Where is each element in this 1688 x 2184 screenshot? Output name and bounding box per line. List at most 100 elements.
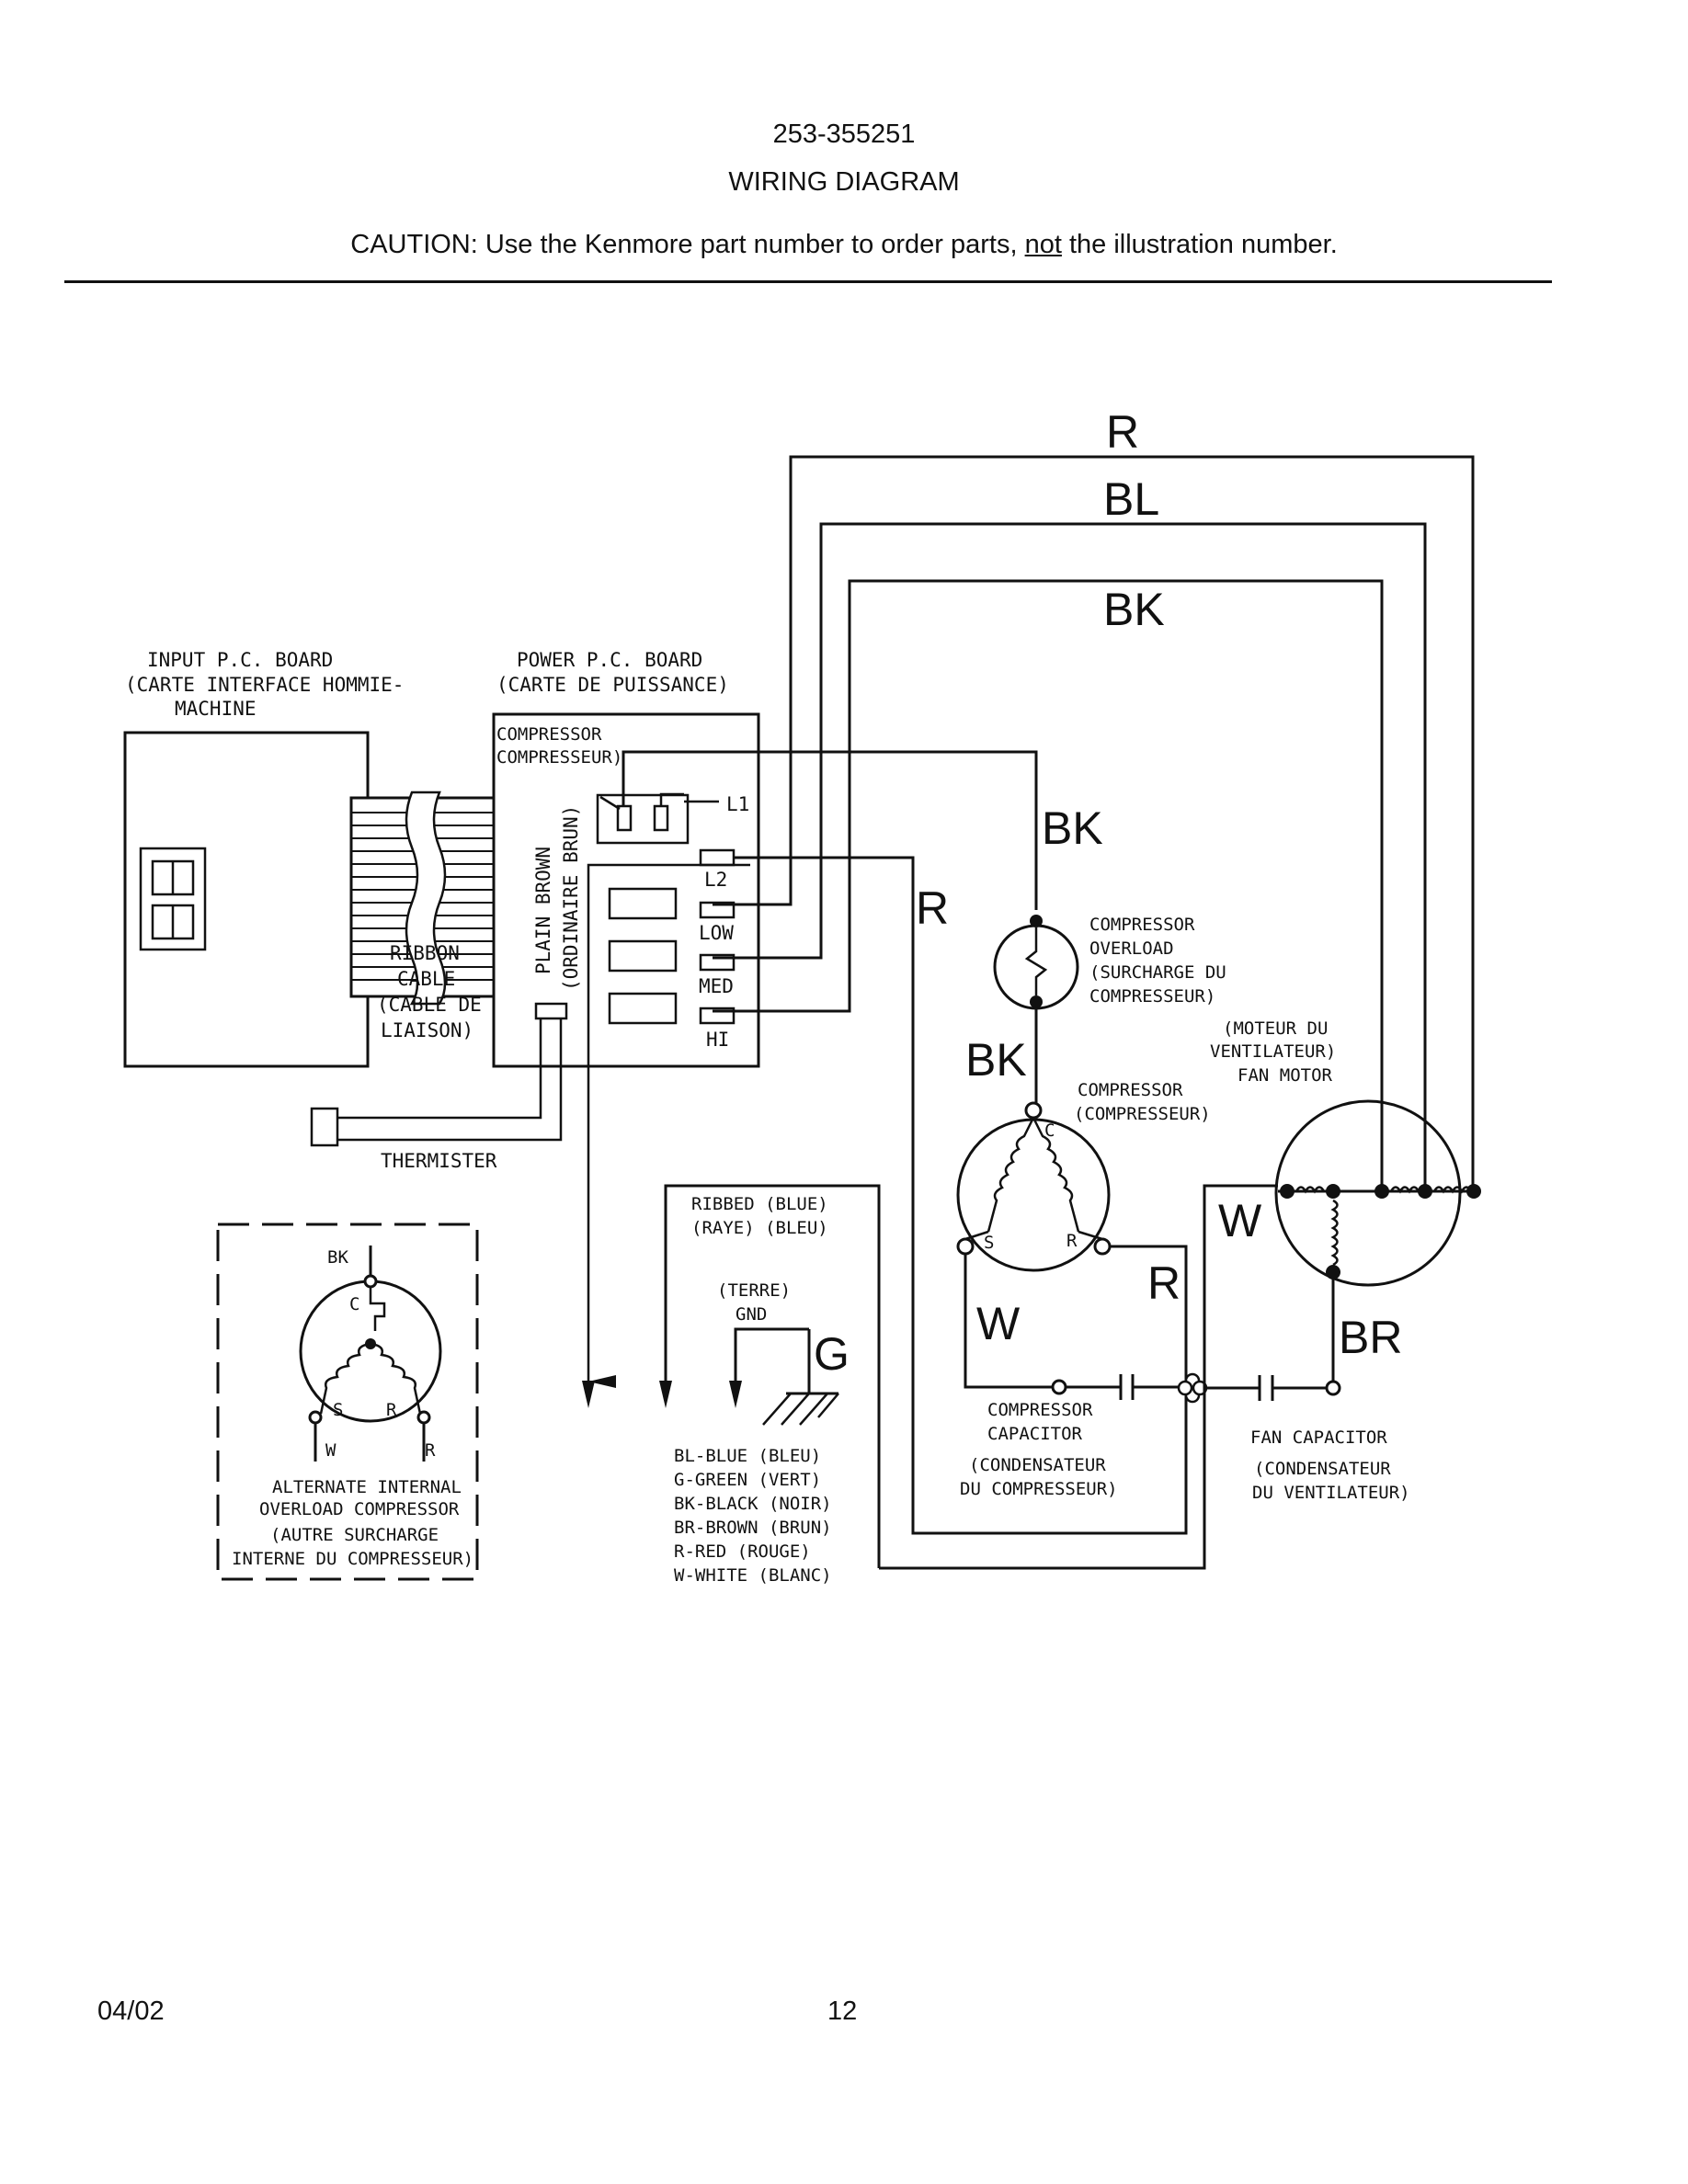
ribbed-blue-label: RIBBED (BLUE) (RAYE) (BLEU) [691, 1194, 828, 1238]
ground-label: (TERRE) GND [717, 1280, 791, 1325]
svg-text:CAPACITOR: CAPACITOR [987, 1424, 1083, 1444]
svg-text:(CABLE DE: (CABLE DE [377, 994, 482, 1016]
svg-text:W: W [325, 1440, 336, 1461]
svg-text:(RAYE) (BLEU): (RAYE) (BLEU) [691, 1218, 828, 1238]
svg-text:(TERRE): (TERRE) [717, 1280, 791, 1301]
terminal-labels: L1 L2 LOW MED HI [699, 793, 749, 1051]
svg-text:(CONDENSATEUR: (CONDENSATEUR [1254, 1459, 1391, 1479]
svg-text:FAN CAPACITOR: FAN CAPACITOR [1250, 1428, 1387, 1448]
svg-text:G: G [814, 1328, 850, 1380]
svg-text:DU VENTILATEUR): DU VENTILATEUR) [1252, 1483, 1410, 1503]
wire-plain-brown [879, 1184, 1278, 1570]
input-pc-board [123, 731, 370, 1068]
svg-text:R: R [1066, 1231, 1078, 1251]
svg-text:FAN MOTOR: FAN MOTOR [1237, 1065, 1333, 1086]
ribbon-break [405, 791, 447, 1006]
wire-code-labels: R BL BK BK R BK W R W BR G [814, 406, 1402, 1380]
svg-text:BR-BROWN (BRUN): BR-BROWN (BRUN) [674, 1518, 832, 1538]
svg-text:LOW: LOW [699, 922, 734, 944]
svg-text:BK-BLACK (NOIR): BK-BLACK (NOIR) [674, 1494, 832, 1514]
wire-red-loop [713, 455, 1475, 1191]
svg-text:R: R [425, 1440, 436, 1461]
svg-text:BL: BL [1103, 473, 1159, 525]
svg-text:MED: MED [699, 975, 734, 997]
svg-text:(AUTRE SURCHARGE: (AUTRE SURCHARGE [270, 1525, 439, 1545]
svg-text:R: R [916, 882, 949, 934]
svg-text:L1: L1 [726, 793, 749, 815]
footer-date: 04/02 [97, 1996, 165, 2026]
svg-text:COMPRESSOR: COMPRESSOR [987, 1400, 1093, 1420]
svg-text:L2: L2 [704, 869, 727, 891]
svg-text:(ORDINAIRE BRUN): (ORDINAIRE BRUN) [560, 805, 582, 991]
svg-text:COMPRESSOR: COMPRESSOR [1089, 915, 1195, 935]
thermister-label: THERMISTER [381, 1150, 497, 1172]
input-board-label: INPUT P.C. BOARD (CARTE INTERFACE HOMMIE… [125, 649, 404, 720]
svg-text:INPUT P.C. BOARD: INPUT P.C. BOARD [147, 649, 333, 671]
alternate-overload-terminals: BK C S R W R [325, 1247, 436, 1461]
svg-text:(CONDENSATEUR: (CONDENSATEUR [969, 1455, 1106, 1475]
compressor-relay-label: COMPRESSOR COMPRESSEUR) [496, 724, 622, 768]
power-pc-board [492, 712, 1038, 1381]
svg-text:ALTERNATE INTERNAL: ALTERNATE INTERNAL [272, 1477, 462, 1497]
svg-text:GND: GND [736, 1304, 767, 1325]
svg-text:VENTILATEUR): VENTILATEUR) [1210, 1041, 1336, 1062]
ground-wire [729, 1327, 839, 1426]
svg-text:COMPRESSOR: COMPRESSOR [496, 724, 602, 745]
svg-text:S: S [984, 1233, 994, 1253]
compressor-label: COMPRESSOR (COMPRESSEUR) [1074, 1080, 1211, 1124]
compressor-capacitor-label: COMPRESSOR CAPACITOR (CONDENSATEUR DU CO… [960, 1400, 1118, 1499]
svg-text:COMPRESSEUR): COMPRESSEUR) [496, 747, 622, 768]
svg-text:PLAIN BROWN: PLAIN BROWN [532, 847, 554, 974]
svg-text:W: W [1218, 1195, 1262, 1246]
svg-text:BK: BK [327, 1247, 348, 1268]
svg-text:R: R [1106, 406, 1139, 458]
svg-text:BK: BK [1042, 802, 1103, 854]
thermister [310, 1018, 563, 1147]
power-board-label: POWER P.C. BOARD (CARTE DE PUISSANCE) [496, 649, 729, 696]
svg-text:C: C [1044, 1120, 1055, 1141]
compressor [956, 1101, 1112, 1272]
svg-text:R: R [1147, 1257, 1180, 1309]
alternate-overload-label: ALTERNATE INTERNAL OVERLOAD COMPRESSOR (… [232, 1477, 473, 1569]
fan-capacitor [1206, 1272, 1341, 1401]
svg-text:BL-BLUE (BLEU): BL-BLUE (BLEU) [674, 1446, 821, 1466]
svg-text:RIBBON: RIBBON [390, 942, 460, 964]
svg-text:(CARTE DE PUISSANCE): (CARTE DE PUISSANCE) [496, 674, 729, 696]
wire-black-loop [713, 579, 1384, 1191]
svg-text:OVERLOAD: OVERLOAD [1089, 938, 1174, 959]
svg-text:OVERLOAD COMPRESSOR: OVERLOAD COMPRESSOR [259, 1499, 460, 1519]
part-number: 253-355251 [772, 119, 916, 149]
svg-text:HI: HI [706, 1029, 729, 1051]
svg-text:MACHINE: MACHINE [175, 698, 257, 720]
fan-motor-label: (MOTEUR DU VENTILATEUR) FAN MOTOR [1210, 1018, 1336, 1086]
header-rule [64, 280, 1552, 283]
svg-text:S: S [333, 1400, 343, 1420]
fan-motor [1274, 1099, 1481, 1287]
wire-blue-loop [713, 522, 1427, 1191]
svg-text:(MOTEUR DU: (MOTEUR DU [1223, 1018, 1328, 1039]
svg-text:W-WHITE (BLANC): W-WHITE (BLANC) [674, 1565, 832, 1586]
plain-brown-label: PLAIN BROWN (ORDINAIRE BRUN) [532, 805, 582, 991]
svg-text:LIAISON): LIAISON) [381, 1019, 473, 1041]
svg-text:POWER P.C. BOARD: POWER P.C. BOARD [517, 649, 702, 671]
fan-capacitor-label: FAN CAPACITOR (CONDENSATEUR DU VENTILATE… [1250, 1428, 1410, 1503]
svg-text:DU COMPRESSEUR): DU COMPRESSEUR) [960, 1479, 1118, 1499]
svg-text:BK: BK [965, 1034, 1027, 1086]
svg-text:BR: BR [1339, 1312, 1402, 1363]
caution-note: CAUTION: Use the Kenmore part number to … [350, 230, 1338, 259]
arrow-head [582, 1381, 595, 1408]
svg-text:R-RED (ROUGE): R-RED (ROUGE) [674, 1541, 811, 1562]
svg-text:COMPRESSEUR): COMPRESSEUR) [1089, 986, 1215, 1007]
svg-text:(CARTE INTERFACE HOMMIE-: (CARTE INTERFACE HOMMIE- [125, 674, 404, 696]
svg-text:RIBBED (BLUE): RIBBED (BLUE) [691, 1194, 828, 1214]
page-number: 12 [827, 1996, 858, 2026]
compressor-terminals: C S R [984, 1120, 1078, 1253]
svg-text:C: C [349, 1294, 359, 1314]
svg-text:COMPRESSOR: COMPRESSOR [1078, 1080, 1183, 1100]
wire-l2-red [734, 856, 1188, 1535]
compressor-overload-label: COMPRESSOR OVERLOAD (SURCHARGE DU COMPRE… [1089, 915, 1226, 1007]
ribbon-cable-label: RIBBON CABLE (CABLE DE LIAISON) [377, 942, 482, 1041]
svg-text:W: W [976, 1298, 1021, 1349]
color-legend: BL-BLUE (BLEU) G-GREEN (VERT) BK-BLACK (… [674, 1446, 832, 1586]
